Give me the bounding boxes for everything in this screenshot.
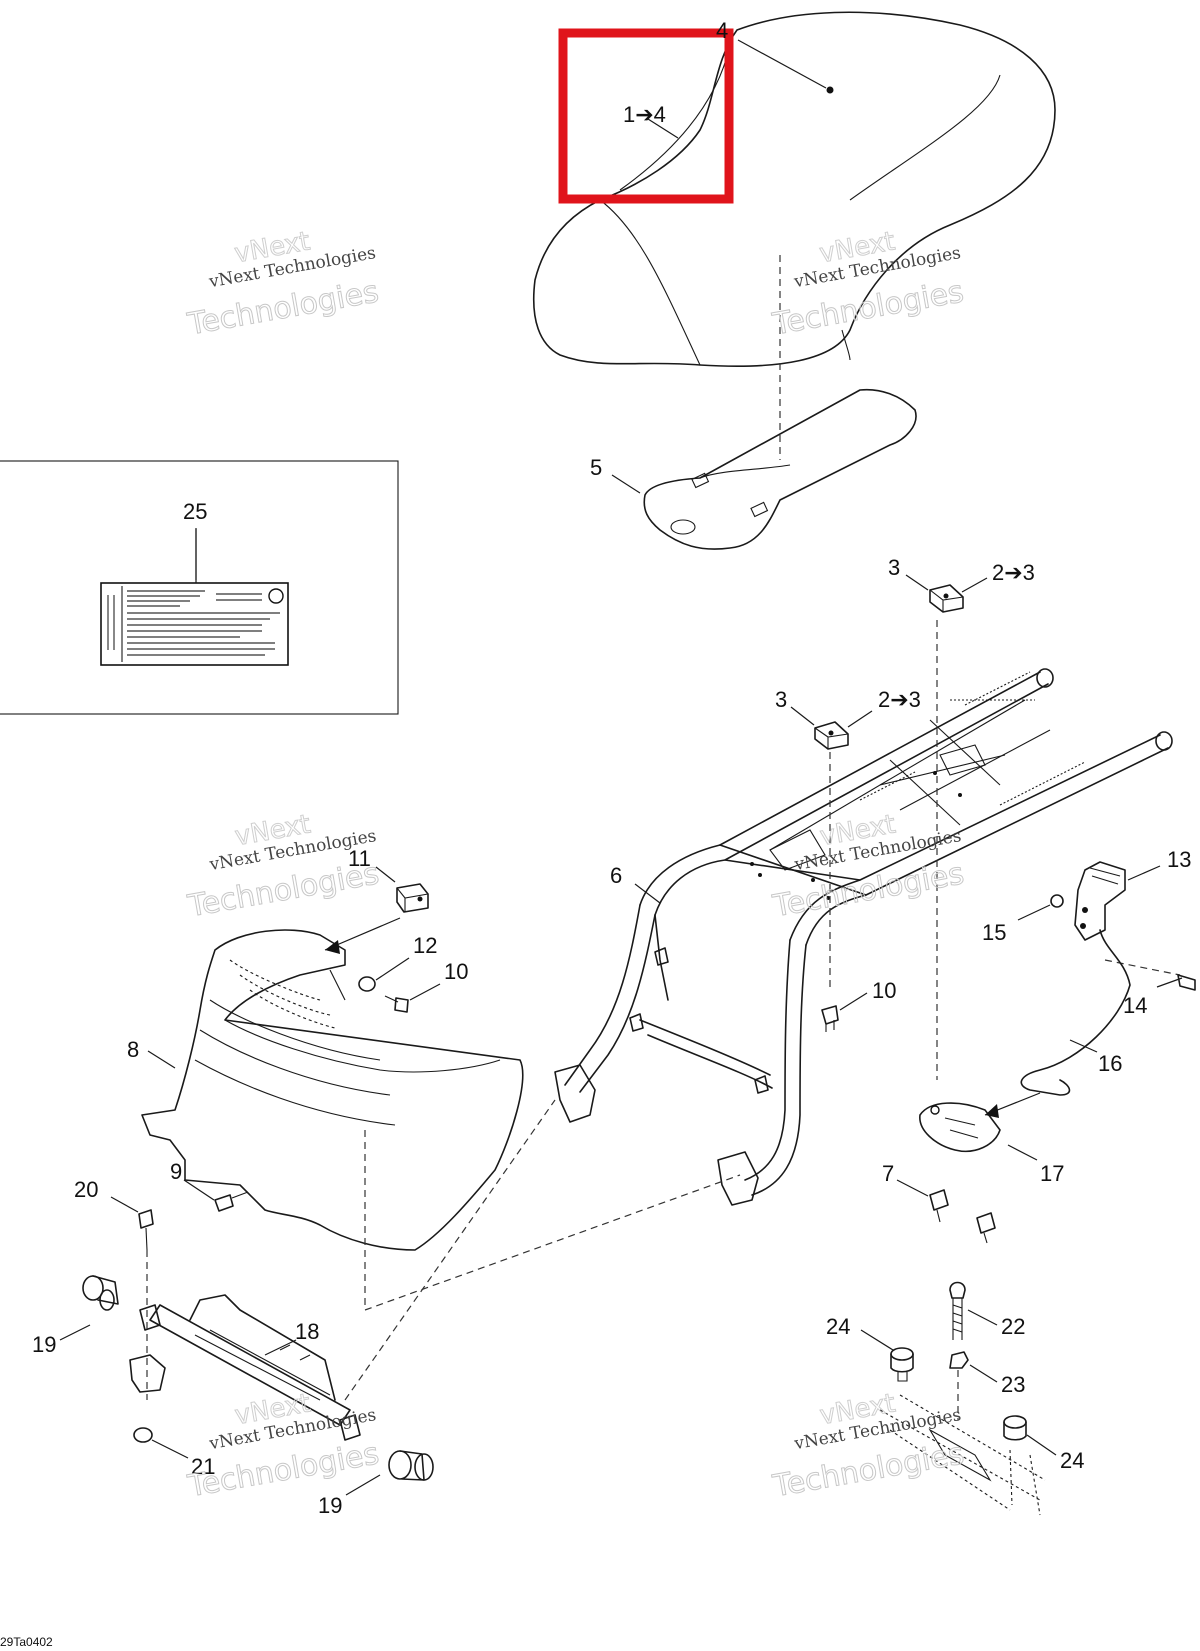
callout-15: 15	[982, 920, 1006, 945]
panel-screw	[384, 995, 409, 1013]
callout-11: 11	[348, 846, 371, 871]
receiver-screw-b	[976, 1212, 996, 1244]
callout-17: 17	[1040, 1161, 1064, 1186]
latch-hinge	[1074, 861, 1126, 941]
rear-body-panel	[141, 929, 524, 1251]
callout-9: 9	[170, 1159, 182, 1184]
seat-reference-dot	[826, 86, 834, 94]
callout-19-right: 19	[318, 1493, 342, 1518]
callout-19-left: 19	[32, 1332, 56, 1357]
watermark-bottom-left: vNext vNext Technologies Technologies	[184, 1388, 382, 1505]
bumper-nut	[949, 1351, 969, 1369]
bumper-bolt	[949, 1281, 966, 1340]
callout-20: 20	[74, 1177, 98, 1202]
crossbar-axis	[344, 1099, 556, 1401]
hinge-bolt	[1177, 974, 1196, 991]
callout-1-4: 1➔4	[623, 102, 666, 127]
drawing-code: 29Ta0402	[0, 1635, 53, 1649]
latch-receiver	[919, 1102, 1001, 1152]
callout-12: 12	[413, 933, 437, 958]
callout-18: 18	[295, 1319, 319, 1344]
callout-10-frame: 10	[872, 978, 896, 1003]
callout-3-upper: 3	[888, 555, 900, 580]
receiver-screw-a	[929, 1189, 949, 1223]
highlight-box	[558, 28, 734, 204]
watermark-middle-left: vNext vNext Technologies Technologies	[184, 809, 382, 925]
callout-21: 21	[191, 1454, 215, 1479]
rear-frame	[554, 668, 1173, 1206]
callout-6: 6	[610, 863, 622, 888]
callout-10-panel: 10	[444, 959, 468, 984]
watermark-bottom-right: vNext vNext Technologies Technologies	[769, 1388, 967, 1505]
callout-13: 13	[1167, 847, 1191, 872]
bumper-mount-rail	[879, 1394, 1046, 1516]
callout-14: 14	[1123, 993, 1147, 1018]
panel-lower-screw	[214, 1191, 249, 1212]
callout-24-left: 24	[826, 1314, 850, 1339]
seat-base-plate	[643, 388, 917, 550]
callout-3-lower: 3	[775, 687, 787, 712]
bumper-stop-left	[890, 1347, 914, 1382]
callout-23: 23	[1001, 1372, 1025, 1397]
hinge-bolt-axis	[1104, 959, 1181, 976]
crossbar-clip	[129, 1354, 166, 1393]
callout-25: 25	[183, 499, 207, 524]
callout-22: 22	[1001, 1314, 1025, 1339]
latch-rod	[1020, 929, 1131, 1096]
crossbar-bolt	[138, 1209, 154, 1251]
inset-border	[0, 460, 399, 715]
watermark-top-left: vNext vNext Technologies Technologies	[184, 226, 382, 343]
callout-4: 4	[716, 18, 728, 43]
crossbar-end-cap-right	[388, 1450, 434, 1481]
frame-nut-upper	[929, 584, 964, 613]
hinge-washer	[1050, 894, 1064, 908]
callout-2-3-upper: 2➔3	[992, 560, 1035, 585]
leader-lines	[59, 39, 1183, 1496]
callout-5: 5	[590, 455, 602, 480]
panel-washer	[358, 976, 376, 992]
crossbar-end-cap-left	[82, 1275, 119, 1311]
callout-2-3-lower: 2➔3	[878, 687, 921, 712]
watermark-top-right: vNext vNext Technologies Technologies	[769, 226, 967, 343]
watermark-middle-right: vNext vNext Technologies Technologies	[769, 809, 967, 925]
bumper-stop-right	[1003, 1415, 1027, 1441]
frame-nut-lower	[814, 721, 849, 750]
callout-24-right: 24	[1060, 1448, 1084, 1473]
callout-8: 8	[127, 1037, 139, 1062]
retaining-block	[396, 883, 429, 913]
panel-frame-axis	[364, 1174, 741, 1311]
callout-labels: 1➔4 4 5 25 3 2➔3 3 2➔3 6 11 12 10 10 13 …	[32, 18, 1191, 1518]
frame-screw	[821, 1005, 839, 1032]
crossbar-nut	[133, 1427, 153, 1443]
callout-7: 7	[882, 1161, 894, 1186]
bumper-crossbar	[139, 1294, 361, 1441]
callout-16: 16	[1098, 1051, 1122, 1076]
